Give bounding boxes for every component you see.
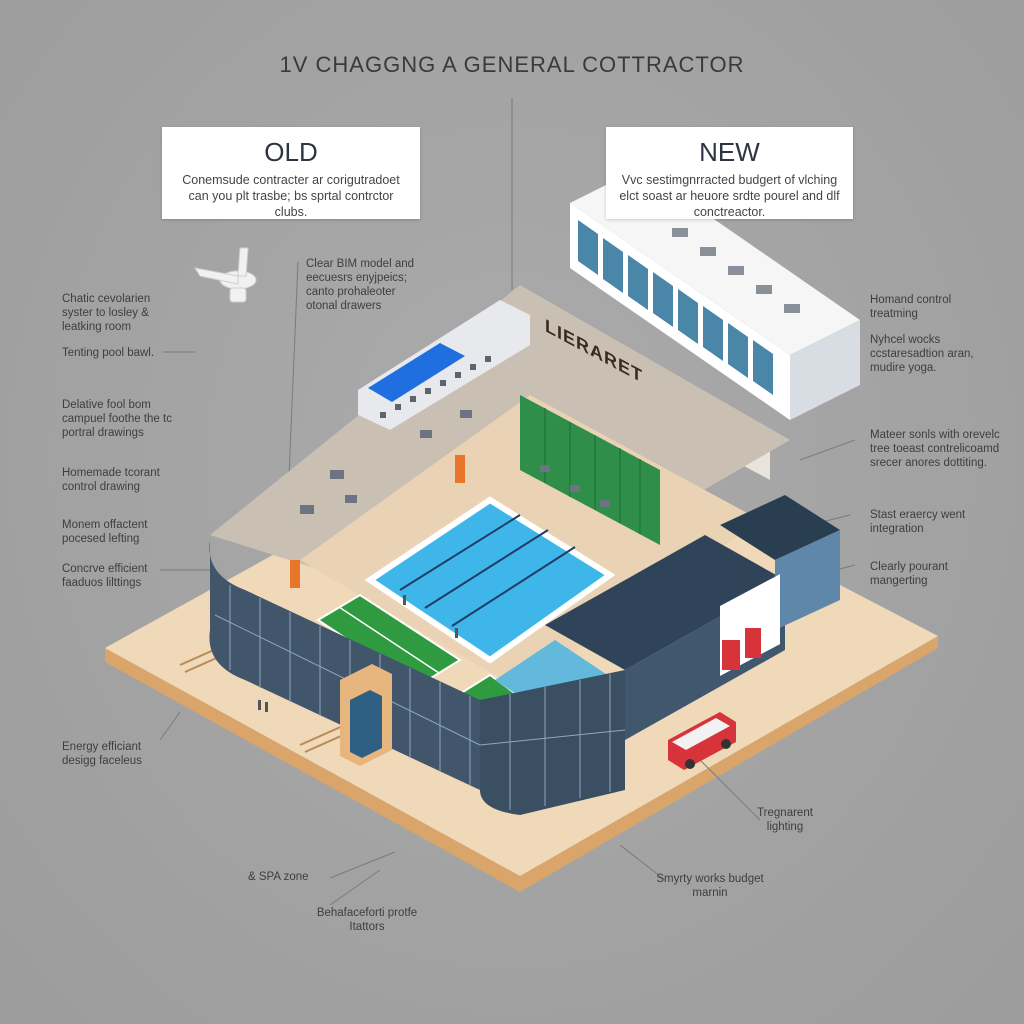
roof-module-windows [380,356,491,418]
new-card-heading: NEW [699,137,760,167]
terrace-equipment [300,410,610,514]
office-block-side [790,320,860,420]
roof-vents [672,228,800,313]
callout-left-3: Delative fool bom campuel foothe the tc … [62,399,172,439]
navy-roof [545,535,785,670]
pool-lanes [399,514,576,627]
roof-module-solar [368,343,465,402]
callout-left-6: Concrve efficient faaduos lilttings [62,563,148,589]
old-card-text: Conemsude contracter ar corigutradoet ca… [182,173,400,219]
callout-bottom-2: & SPA zone [248,871,309,883]
green-hall-wall [520,395,660,545]
old-card-heading: OLD [264,137,318,167]
callout-bottom-1: Tregnarent lighting [757,807,813,833]
poster-panels [720,574,780,676]
callout-right-2: Nyhcel wocks ccstaresadtion aran, mudire… [870,334,974,374]
callout-left-7: Energy efficiant desigg faceleus [62,741,142,767]
new-card: NEW Vvc sestimgnrracted budgert of vlchi… [606,127,853,219]
office-windows [578,220,773,395]
callout-left-5: Monem offactent pocesed lefting [62,519,148,545]
annex-side [775,530,840,630]
entrance-door [350,690,382,758]
callout-left-4: Homemade tcorant control drawing [62,467,160,493]
callout-bottom-4: Behafaceforti protfe Itattors [316,907,418,933]
callout-right-5: Clearly pourant mangerting [870,561,948,587]
callout-center: Clear BIM model and eecuesrs enyjpeics; … [306,258,415,312]
annex-roof [720,495,840,560]
glass-facade-front [480,670,625,815]
callout-right-1: Homand control treatming [870,294,952,320]
callout-bottom-3: Smyrty works budget marnin [656,873,764,899]
new-card-text: Vvc sestimgnrracted budgert of vlching e… [619,173,840,219]
van-icon [668,712,736,770]
old-card: OLD Conemsude contracter ar corigutradoe… [162,127,420,219]
callout-right-3: Mateer sonls with orevelc tree toeast co… [870,429,1000,469]
callout-left-2: Tenting pool bawl. [62,347,155,359]
callout-right-4: Stast eraercy went integration [870,509,966,535]
orange-panels [290,455,465,588]
callout-left-1: Chatic cevolarien syster to losley & lea… [62,293,151,333]
people [258,595,458,712]
drone-icon [193,247,257,303]
swimming-pool [364,496,616,664]
page-title: 1V CHAGGNG A GENERAL COTTRACTOR [279,52,745,77]
glass-facade-left [209,540,480,790]
